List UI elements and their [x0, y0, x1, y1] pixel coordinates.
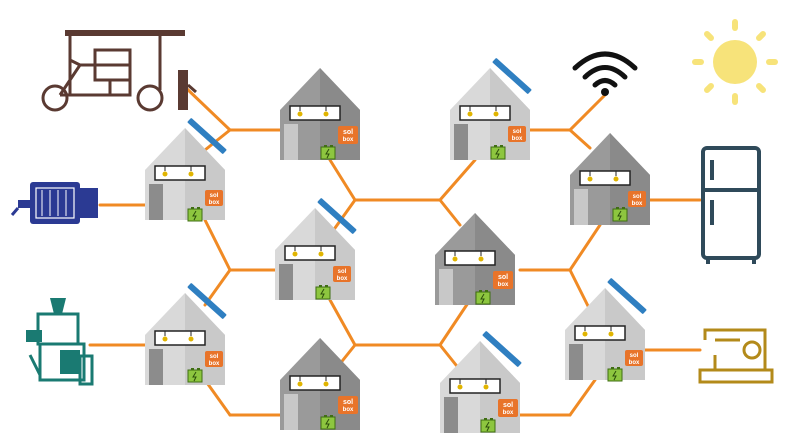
- sewing-machine-icon: [698, 328, 774, 384]
- house-8: sol box: [279, 337, 361, 431]
- house-6: sol box: [434, 212, 516, 306]
- svg-text:box: box: [512, 136, 523, 142]
- svg-text:box: box: [629, 360, 640, 366]
- svg-text:sol: sol: [630, 353, 639, 359]
- house-5: sol box: [274, 197, 357, 301]
- svg-text:sol: sol: [513, 129, 522, 135]
- house-2: sol box: [279, 67, 361, 161]
- electric-rickshaw-icon: [41, 30, 197, 112]
- grain-mill-icon: [26, 298, 94, 386]
- svg-text:sol: sol: [343, 399, 353, 406]
- svg-text:box: box: [337, 276, 348, 282]
- house-9: sol box: [439, 330, 522, 434]
- svg-text:sol: sol: [338, 269, 347, 275]
- svg-text:box: box: [503, 410, 514, 416]
- svg-text:sol: sol: [633, 194, 642, 200]
- svg-text:box: box: [343, 137, 354, 143]
- sun-icon: [692, 19, 778, 105]
- svg-text:sol: sol: [343, 129, 353, 136]
- house-4: sol box: [569, 132, 651, 226]
- house-7: sol box: [144, 282, 227, 386]
- svg-text:sol: sol: [210, 193, 219, 199]
- svg-text:box: box: [498, 282, 509, 288]
- wifi-icon: [572, 51, 638, 96]
- house-10: sol box: [564, 277, 647, 382]
- house-1: sol box: [144, 117, 227, 222]
- electric-motor-icon: [10, 182, 98, 224]
- svg-text:sol: sol: [210, 354, 219, 360]
- svg-text:box: box: [632, 201, 643, 207]
- svg-text:box: box: [343, 407, 354, 413]
- svg-text:sol: sol: [503, 402, 513, 409]
- svg-text:box: box: [209, 200, 220, 206]
- svg-text:box: box: [209, 361, 220, 367]
- refrigerator-icon: [701, 146, 761, 264]
- svg-text:sol: sol: [498, 274, 508, 281]
- house-3: sol box: [449, 57, 532, 161]
